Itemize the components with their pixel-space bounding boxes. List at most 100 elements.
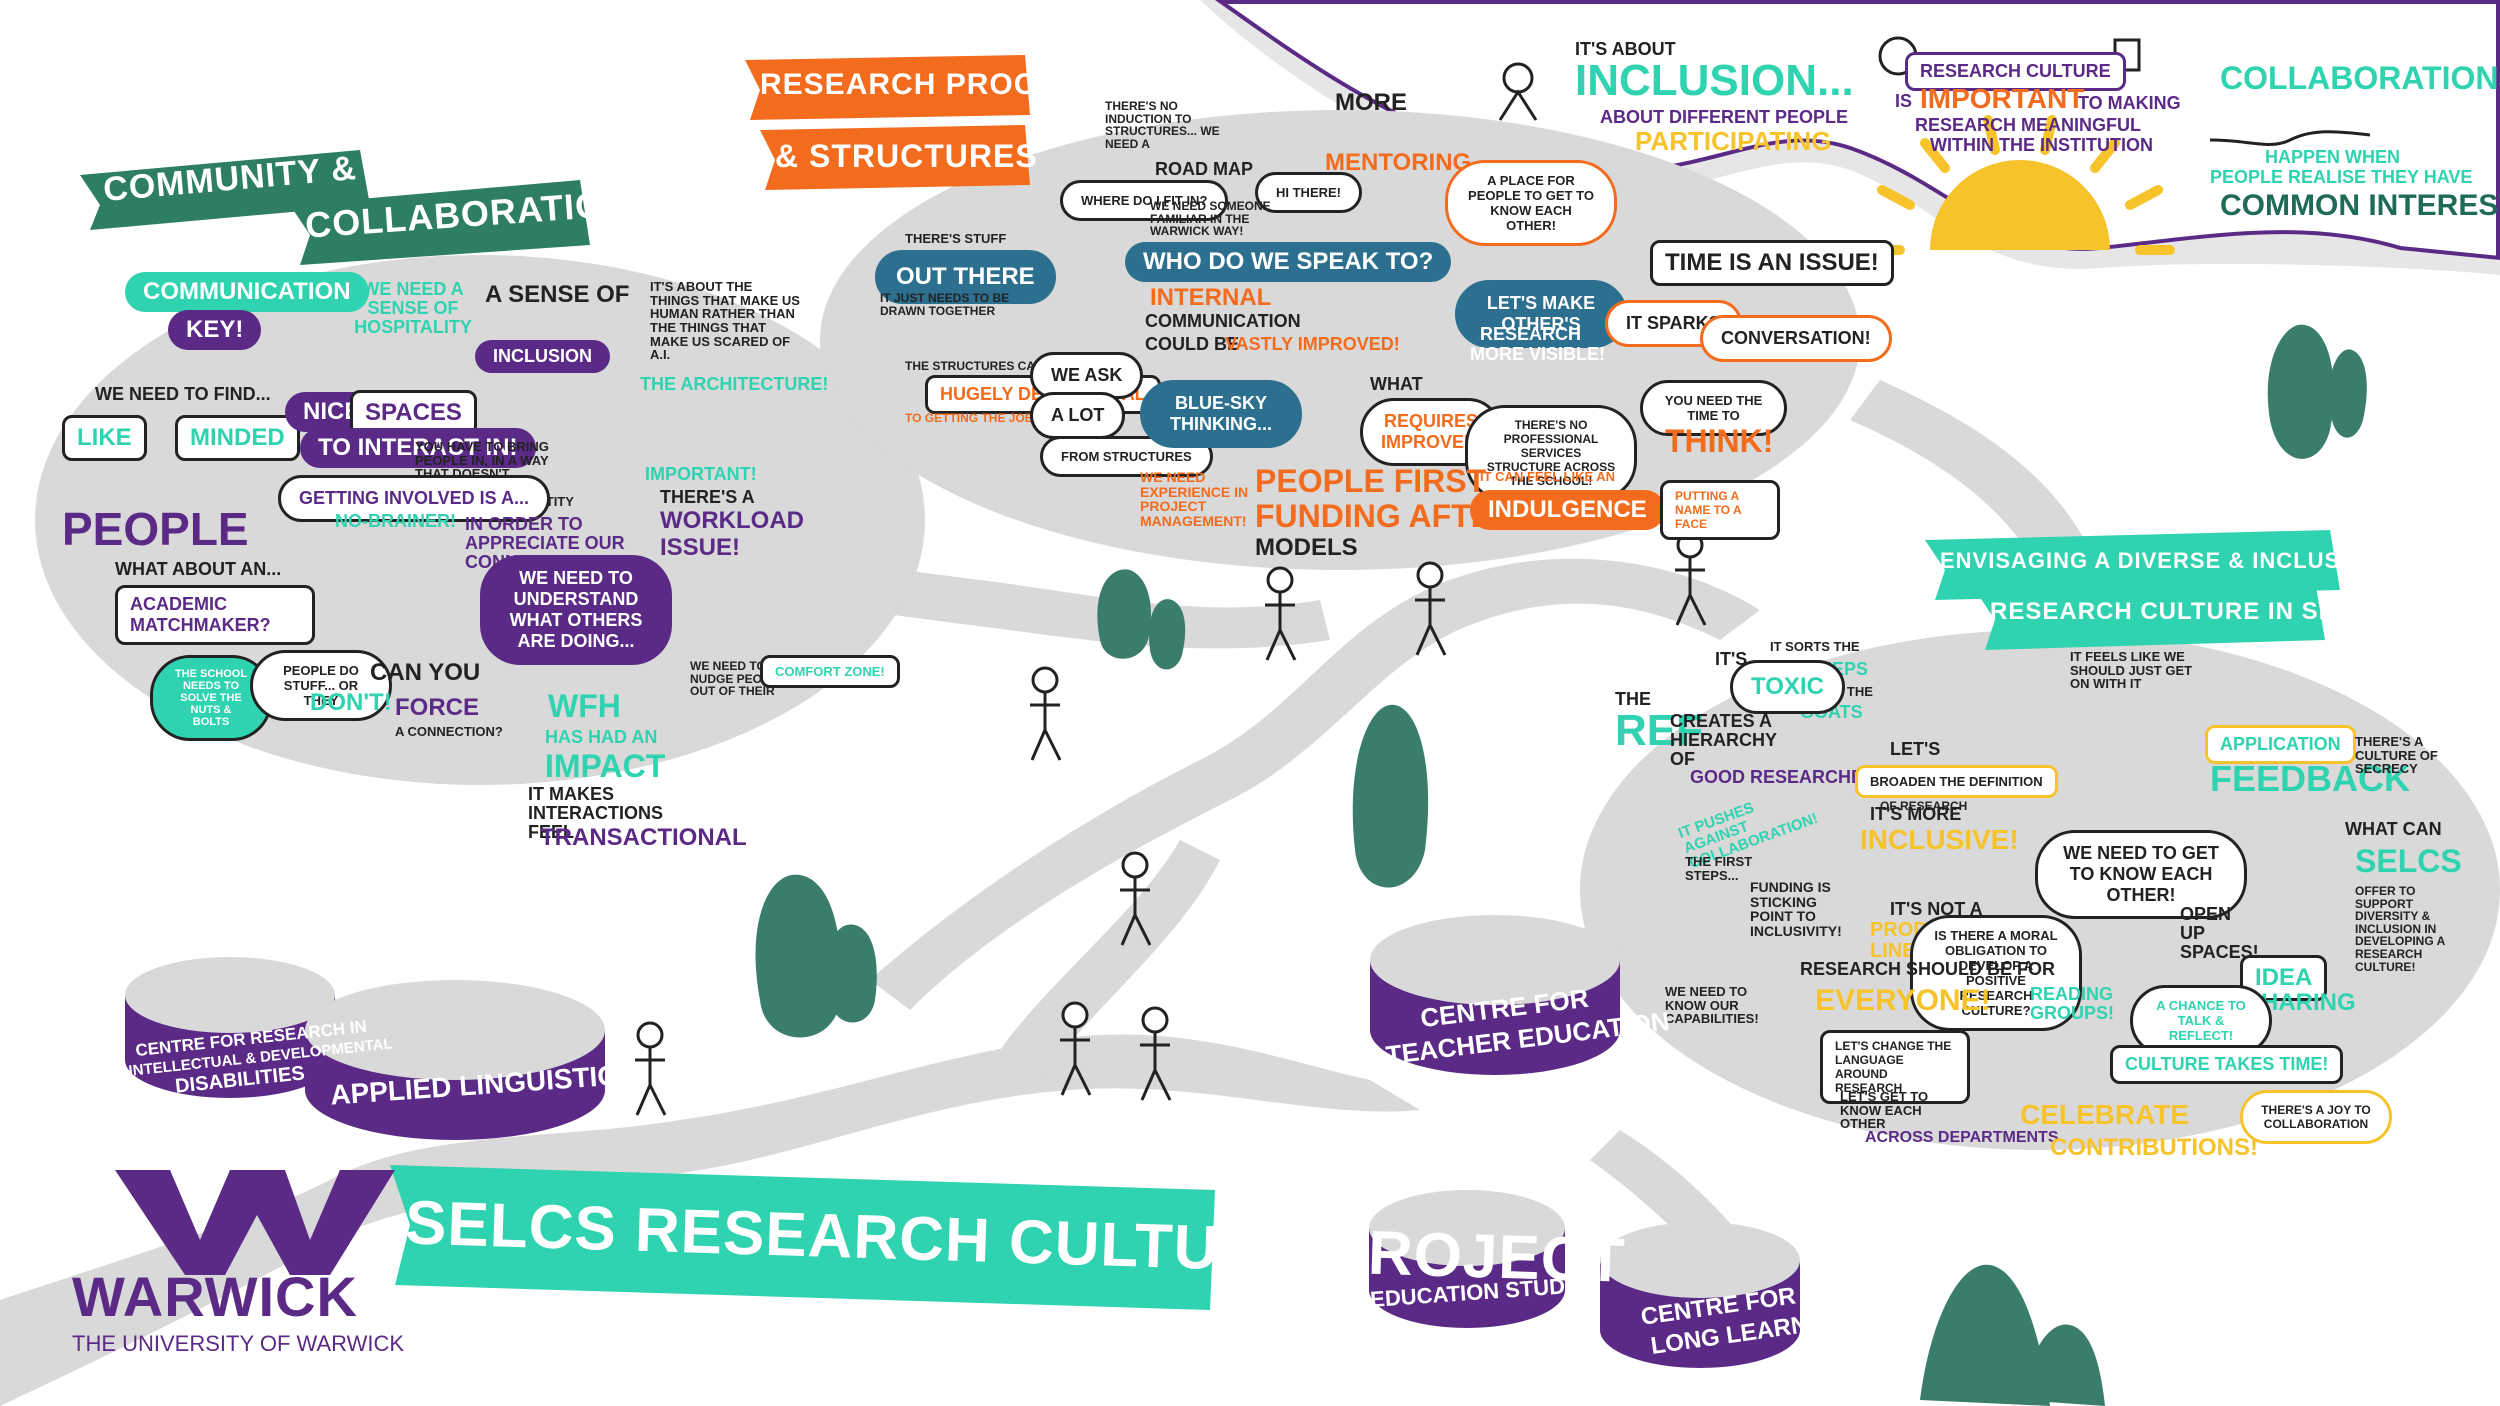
its-label: IT'S bbox=[1715, 649, 1748, 669]
creates-hierarchy: CREATES A HIERARCHY OF bbox=[1670, 711, 1777, 769]
think-label: THINK! bbox=[1665, 423, 1774, 459]
handshake-icon bbox=[2209, 130, 2371, 146]
no-professional-services: THERE'S NO PROFESSIONAL SERVICES STRUCTU… bbox=[1465, 405, 1637, 501]
dont-label: DON'T! bbox=[310, 689, 392, 716]
its-more: IT'S MORE bbox=[1870, 804, 1962, 824]
matchmaker-box: ACADEMIC MATCHMAKER? bbox=[115, 585, 315, 645]
banner-research-process: RESEARCH PROCESS bbox=[760, 68, 1100, 101]
person-body-icon bbox=[1498, 89, 1538, 121]
people-first: PEOPLE FIRST bbox=[1255, 463, 1487, 499]
hill-shadow bbox=[1200, 0, 2500, 275]
people-doodles bbox=[635, 531, 1707, 1116]
structures-can: THE STRUCTURES CAN BE bbox=[905, 359, 1064, 373]
out-there: OUT THERE bbox=[875, 250, 1056, 304]
like-box: LIKE bbox=[62, 415, 147, 461]
sky-rc-line3: WITHIN THE INSTITUTION bbox=[1930, 135, 2153, 155]
idea-label: IDEA bbox=[2240, 955, 2328, 1001]
comfort-zone: COMFORT ZONE! bbox=[760, 655, 900, 688]
could-be: COULD BE bbox=[1145, 334, 1239, 354]
wfh-label: WFH bbox=[548, 688, 621, 724]
interactions-feel: IT MAKES INTERACTIONS FEEL bbox=[528, 784, 663, 842]
culture-takes-time: CULTURE TAKES TIME! bbox=[2110, 1045, 2344, 1084]
vastly-improved: VASTLY IMPROVED! bbox=[1225, 334, 1400, 354]
warwick-wordmark: WARWICK bbox=[72, 1265, 358, 1328]
road-map: ROAD MAP bbox=[1155, 159, 1253, 179]
understand-others: WE NEED TO UNDERSTAND WHAT OTHERS ARE DO… bbox=[480, 555, 672, 665]
project-management: WE NEED EXPERIENCE IN PROJECT MANAGEMENT… bbox=[1140, 469, 1249, 530]
what-label: WHAT bbox=[1370, 374, 1423, 394]
no-induction: THERE'S NO INDUCTION TO STRUCTURES... WE… bbox=[1105, 99, 1220, 151]
impact-label: IMPACT bbox=[545, 748, 666, 784]
sky-inclusion-pre: IT'S ABOUT bbox=[1575, 39, 1676, 59]
drawn-together: IT JUST NEEDS TO BE DRAWN TOGETHER bbox=[880, 291, 1010, 318]
feedback-label: FEEDBACK bbox=[2210, 758, 2411, 799]
sky-rc-important: IMPORTANT bbox=[1920, 83, 2085, 114]
architecture-important: IMPORTANT! bbox=[645, 464, 757, 484]
chance-to-talk: A CHANCE TO TALK & REFLECT! bbox=[2130, 985, 2272, 1056]
indulgence-label: INDULGENCE bbox=[1470, 490, 1665, 530]
key-label: KEY! bbox=[168, 310, 262, 350]
people-do-stuff: PEOPLE DO STUFF... OR THEY bbox=[250, 650, 392, 721]
sky-rc-to-making: TO MAKING bbox=[2078, 93, 2181, 113]
who-speak-to: WHO DO WE SPEAK TO? bbox=[1125, 242, 1452, 282]
no-brainer: NO-BRAINER! bbox=[335, 511, 456, 531]
not-a: IT'S NOT A bbox=[1890, 899, 1983, 919]
more-visible: MORE VISIBLE! bbox=[1470, 344, 1606, 364]
has-had-an: HAS HAD AN bbox=[545, 727, 658, 747]
sky-participating: PARTICIPATING bbox=[1635, 126, 1832, 156]
moral-obligation: IS THERE A MORAL OBLIGATION TO DEVELOP A… bbox=[1910, 915, 2082, 1031]
where-fit-in: WHERE DO I FIT IN? bbox=[1060, 180, 1229, 221]
find-label: WE NEED TO FIND... bbox=[95, 384, 271, 404]
trees bbox=[755, 324, 2367, 1406]
lets-make: LET'S MAKE OTHER'S bbox=[1455, 280, 1627, 348]
sky-rc-line2: RESEARCH MEANINGFUL bbox=[1915, 115, 2142, 135]
joy-collaboration: THERE'S A JOY TO COLLABORATION bbox=[2240, 1090, 2392, 1144]
broaden-definition: BROADEN THE DEFINITION bbox=[1855, 765, 2058, 798]
know-each-other: WE NEED TO GET TO KNOW EACH OTHER! bbox=[2035, 830, 2247, 919]
models-label: MODELS bbox=[1255, 534, 1358, 561]
blue-sky: BLUE-SKY THINKING... bbox=[1140, 380, 1302, 448]
warwick-subtitle: THE UNIVERSITY OF WARWICK bbox=[72, 1331, 405, 1356]
research-should: RESEARCH SHOULD BE FOR bbox=[1800, 959, 2056, 979]
banner-shapes bbox=[80, 55, 2340, 1310]
contributions-label: CONTRIBUTIONS! bbox=[2050, 1134, 2258, 1161]
ref-label: REF bbox=[1615, 706, 1703, 755]
banner-envisaging: ENVISAGING A DIVERSE & INCLUSIVE bbox=[1940, 548, 2379, 573]
place-to-know: A PLACE FOR PEOPLE TO GET TO KNOW EACH O… bbox=[1445, 160, 1617, 246]
feels-like: IT FEELS LIKE WE SHOULD JUST GET ON WITH… bbox=[2070, 649, 2193, 692]
people-label: PEOPLE bbox=[62, 503, 249, 555]
first-steps: THE FIRST STEPS... bbox=[1685, 854, 1753, 883]
sorts-the: IT SORTS THE bbox=[1770, 639, 1860, 654]
sky-research-culture: RESEARCH CULTURE bbox=[1905, 52, 2126, 91]
human-not-ai: IT'S ABOUT THE THINGS THAT MAKE US HUMAN… bbox=[650, 279, 800, 363]
open-up-spaces: OPEN UP SPACES! bbox=[2180, 904, 2259, 962]
toxic-label: TOXIC bbox=[1730, 660, 1845, 714]
sky-collab-line1: HAPPEN WHEN bbox=[2265, 147, 2401, 167]
sky-inclusion: INCLUSION... bbox=[1575, 56, 1854, 105]
inclusive-label: INCLUSIVE! bbox=[1860, 824, 2019, 855]
warwick-logo-icon bbox=[115, 1170, 395, 1275]
sky-collab-title: COLLABORATIONS bbox=[2220, 60, 2500, 96]
warwick-way: WE NEED SOMEONE FAMILIAR IN THE WARWICK … bbox=[1150, 199, 1271, 239]
culture-secrecy: THERE'S A CULTURE OF SECRECY bbox=[2355, 734, 2438, 777]
lets-label: LET'S bbox=[1890, 739, 1941, 759]
communication-word: COMMUNICATION bbox=[1145, 311, 1301, 331]
sense-hospitality: WE NEED A SENSE OF HOSPITALITY bbox=[354, 279, 472, 337]
requires-improvement: REQUIRES IMPROVEMENT? bbox=[1360, 398, 1526, 466]
everyone-label: EVERYONE! bbox=[1815, 984, 1991, 1017]
selcs-label: SELCS bbox=[2355, 843, 2462, 879]
reading-groups: READING GROUPS! bbox=[2030, 984, 2115, 1023]
banner-research-culture-selcs: RESEARCH CULTURE IN SELCS bbox=[1990, 598, 2387, 625]
what-can: WHAT CAN bbox=[2345, 819, 2442, 839]
indulgence-pre: IT CAN FEEL LIKE AN bbox=[1480, 469, 1616, 484]
workload-2: WORKLOAD bbox=[660, 507, 804, 534]
know-capabilities: WE NEED TO KNOW OUR CAPABILITIES! bbox=[1665, 984, 1759, 1027]
you-need-time: YOU NEED THE TIME TO bbox=[1640, 380, 1787, 436]
of-research: OF RESEARCH bbox=[1880, 799, 1968, 813]
interact-label: TO INTERACT IN! bbox=[300, 428, 536, 468]
sky-rc-is: IS bbox=[1895, 91, 1913, 111]
a-connection: A CONNECTION? bbox=[395, 724, 503, 739]
we-ask: WE ASK bbox=[1030, 352, 1144, 399]
inclusion-heart: INCLUSION bbox=[475, 340, 610, 373]
